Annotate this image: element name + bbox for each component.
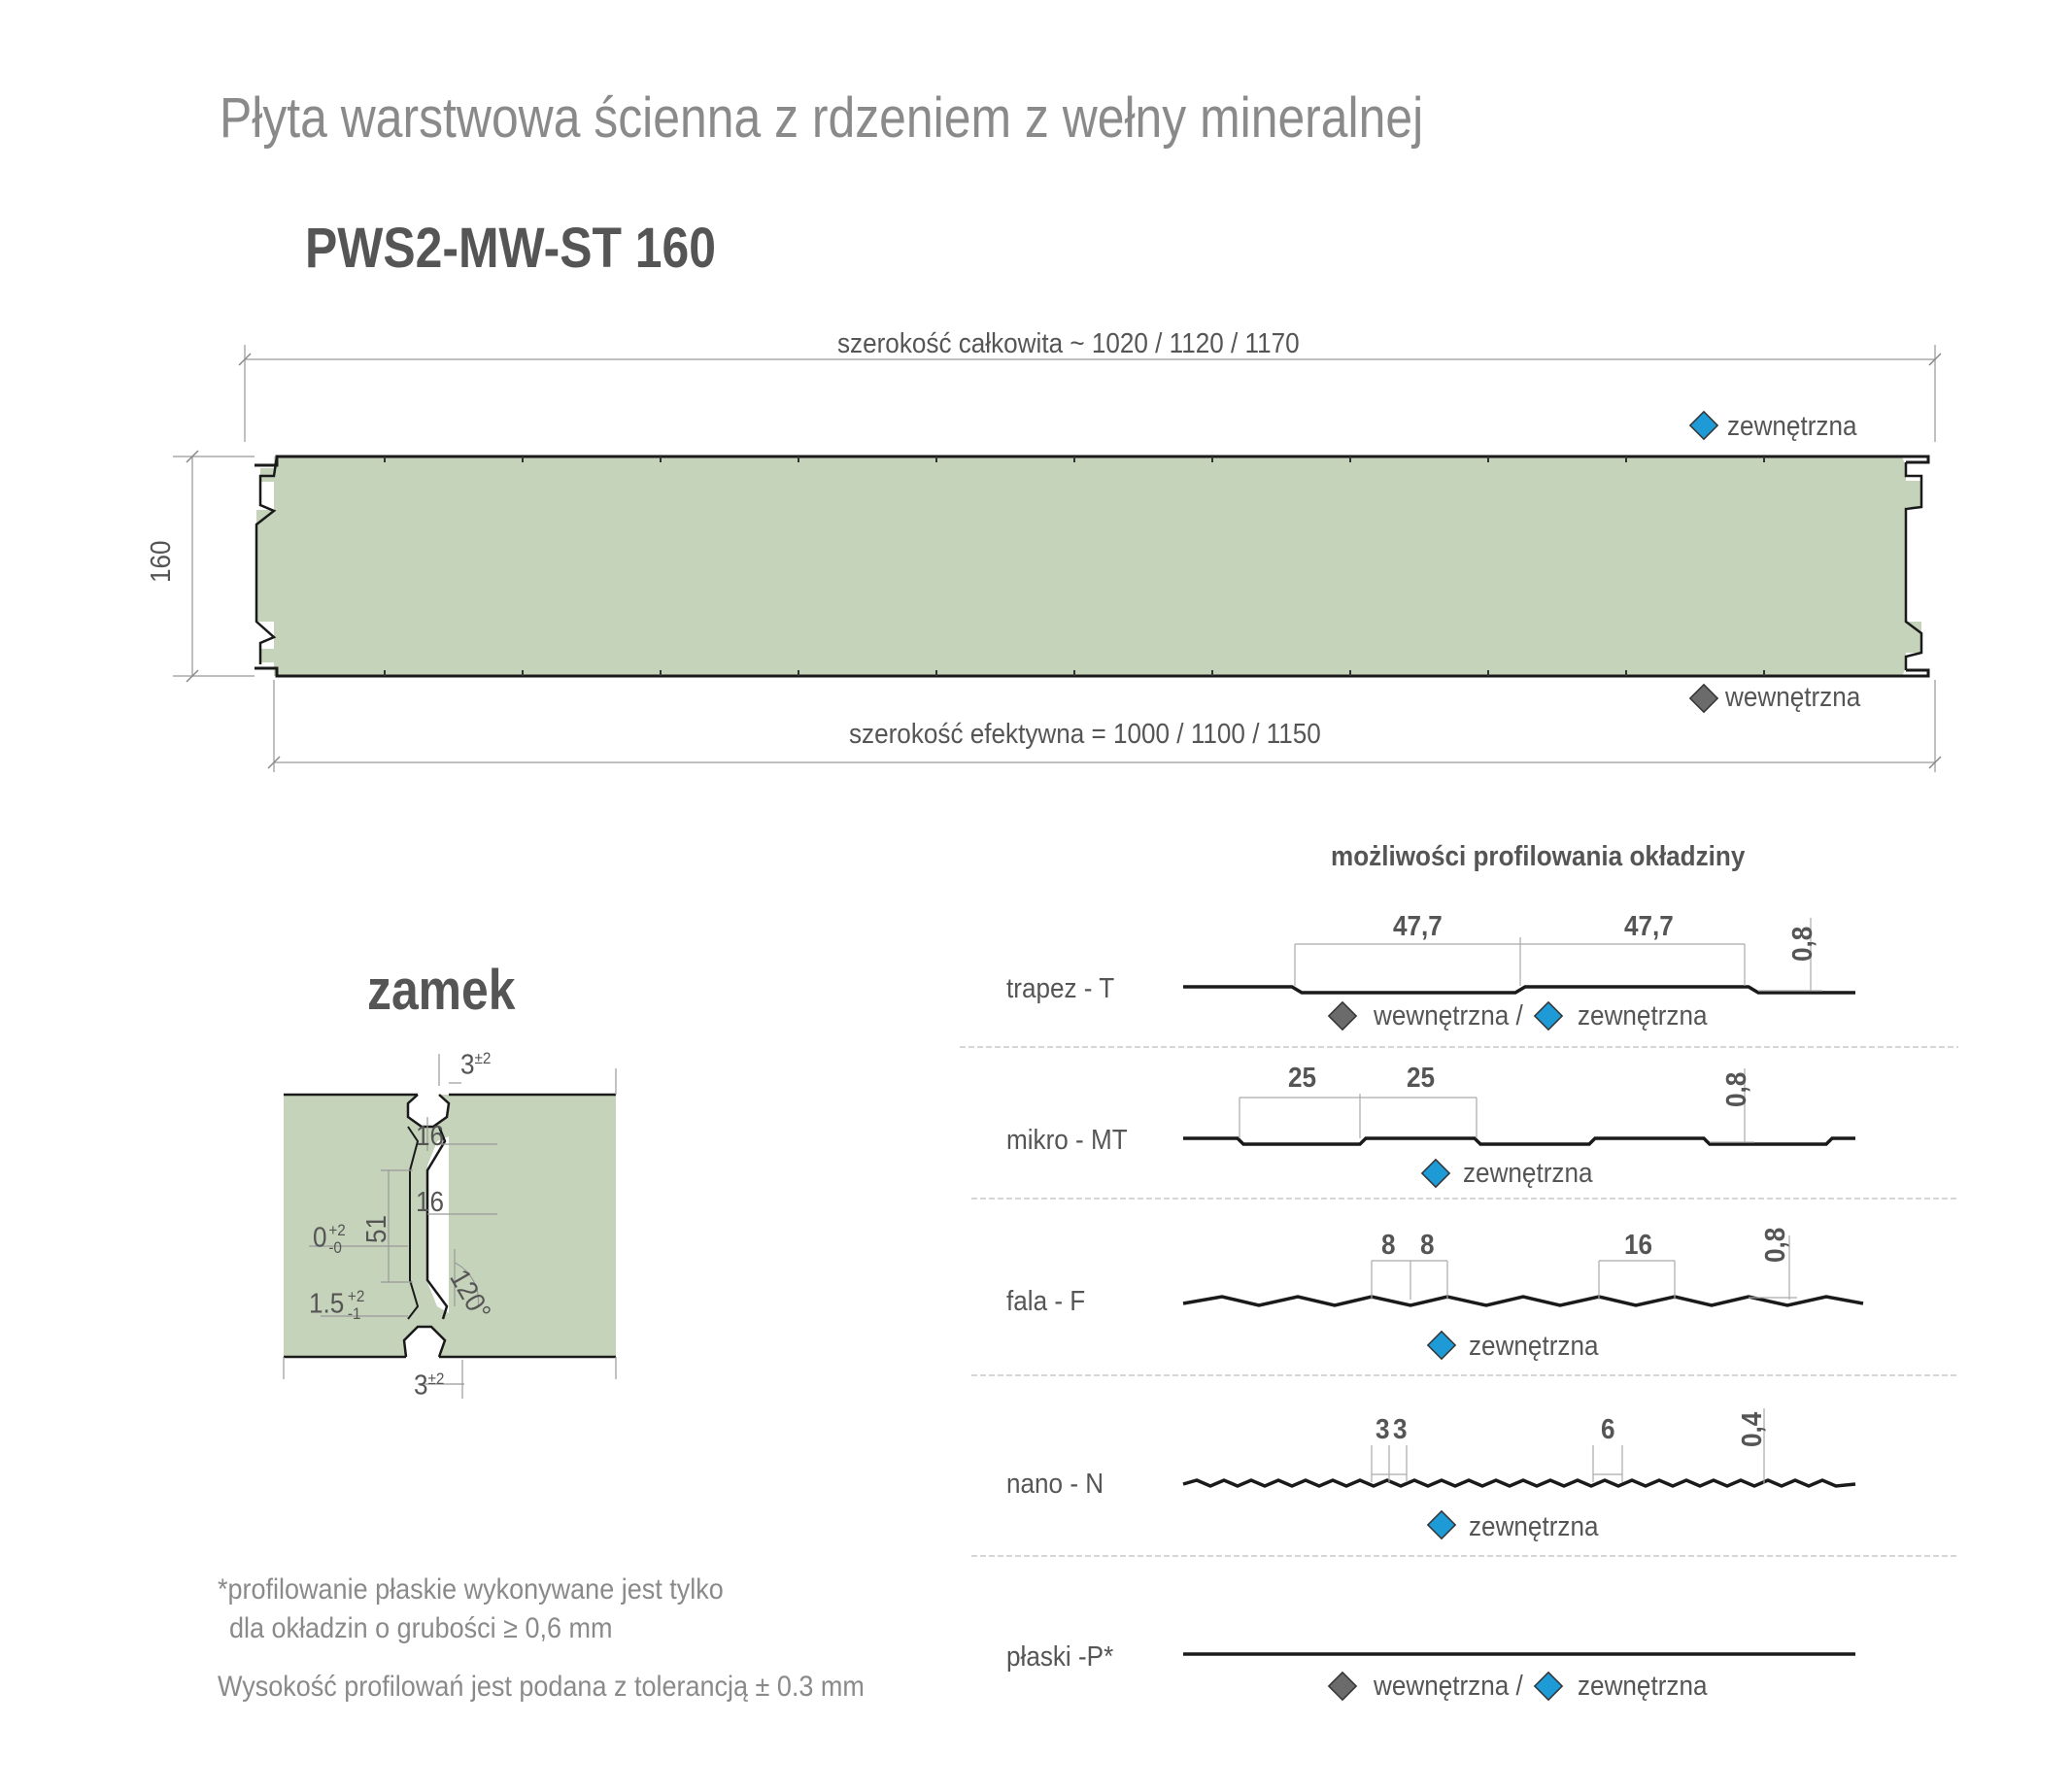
nano-height: 0,4	[1737, 1411, 1768, 1447]
thickness-label: 160	[146, 540, 177, 583]
effective-width-label: szerokość efektywna = 1000 / 1100 / 1150	[849, 719, 1321, 750]
mikro-side-outer: zewnętrzna	[1463, 1158, 1593, 1189]
profile-fala-drawing	[1182, 1235, 1864, 1361]
lock-bottom-gap: 3±2	[414, 1369, 445, 1402]
plaski-outer-marker-icon	[1533, 1671, 1564, 1702]
fala-side-outer: zewnętrzna	[1469, 1331, 1599, 1362]
nano-dim-2: 3	[1393, 1414, 1408, 1445]
mikro-dim-1: 25	[1288, 1063, 1317, 1094]
nano-side-outer: zewnętrzna	[1469, 1511, 1599, 1542]
note-line-1: *profilowanie płaskie wykonywane jest ty…	[218, 1573, 724, 1606]
panel-core	[256, 456, 1921, 676]
mikro-height: 0,8	[1721, 1071, 1752, 1107]
model-name: PWS2-MW-ST 160	[305, 217, 717, 280]
trapez-side-outer: zewnętrzna	[1578, 1000, 1708, 1031]
profiles-section	[960, 918, 1958, 1702]
inner-side-label: wewnętrzna	[1725, 682, 1861, 713]
profile-trapez-drawing	[1183, 918, 1855, 1031]
lock-dim-zero: 0+2-0	[313, 1221, 346, 1257]
fala-dim-1: 8	[1381, 1230, 1396, 1261]
fala-dim-3: 16	[1624, 1230, 1653, 1261]
mikro-dim-2: 25	[1407, 1063, 1436, 1094]
trapez-dim-2: 47,7	[1624, 911, 1674, 942]
profile-nano-drawing	[1182, 1408, 1856, 1540]
nano-outer-marker-icon	[1426, 1509, 1457, 1540]
profiles-heading: możliwości profilowania okładziny	[1331, 841, 1746, 872]
fala-dim-2: 8	[1420, 1230, 1435, 1261]
outer-marker-icon	[1688, 410, 1719, 441]
page-title: Płyta warstwowa ścienna z rdzeniem z weł…	[220, 86, 1424, 150]
plaski-side-outer: zewnętrzna	[1578, 1671, 1708, 1702]
trapez-dim-1: 47,7	[1393, 911, 1443, 942]
lock-dim-16a: 16	[416, 1121, 445, 1152]
profile-trapez-name: trapez - T	[1006, 973, 1115, 1004]
lock-top-gap: 3±2	[460, 1049, 492, 1081]
trapez-outer-marker-icon	[1533, 1000, 1564, 1031]
trapez-height: 0,8	[1787, 926, 1818, 962]
trapez-side-inner: wewnętrzna /	[1374, 1000, 1523, 1031]
note-line-3: Wysokość profilowań jest podana z tolera…	[218, 1671, 865, 1703]
lock-core-right	[449, 1095, 616, 1357]
profile-mikro-drawing	[1183, 1068, 1855, 1189]
fala-height: 0,8	[1760, 1227, 1791, 1263]
inner-marker-icon	[1688, 683, 1719, 714]
nano-dim-3: 6	[1601, 1414, 1615, 1445]
lock-core-left	[284, 1095, 418, 1357]
lock-dim-16b: 16	[416, 1187, 445, 1218]
nano-dim-1: 3	[1376, 1414, 1390, 1445]
plaski-inner-marker-icon	[1327, 1671, 1358, 1702]
lock-detail	[283, 1054, 617, 1399]
lock-dim-15: 1.5+2-1	[309, 1287, 365, 1323]
note-line-2: dla okładzin o grubości ≥ 0,6 mm	[229, 1612, 613, 1644]
lock-heading: zamek	[367, 959, 516, 1022]
total-width-label: szerokość całkowita ~ 1020 / 1120 / 1170	[837, 328, 1300, 359]
fala-outer-marker-icon	[1426, 1330, 1457, 1361]
plaski-side-inner: wewnętrzna /	[1374, 1671, 1523, 1702]
profile-plaski-name: płaski -P*	[1006, 1641, 1114, 1673]
profile-mikro-name: mikro - MT	[1006, 1125, 1128, 1156]
profile-fala-name: fala - F	[1006, 1286, 1086, 1317]
profile-plaski-drawing	[1183, 1652, 1855, 1702]
lock-dim-51: 51	[361, 1214, 392, 1243]
outer-side-label: zewnętrzna	[1727, 411, 1857, 442]
mikro-outer-marker-icon	[1420, 1158, 1451, 1189]
profile-nano-name: nano - N	[1006, 1469, 1104, 1500]
panel-section	[173, 345, 1942, 772]
trapez-inner-marker-icon	[1327, 1000, 1358, 1031]
